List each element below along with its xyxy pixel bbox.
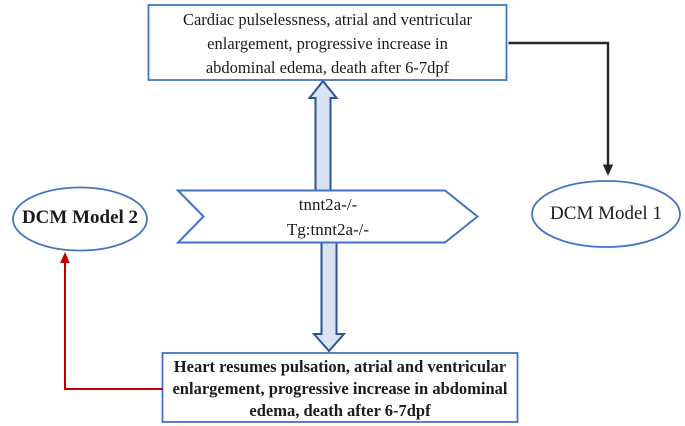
black-elbow-arrow-icon bbox=[508, 41, 614, 176]
top-outcome-box bbox=[147, 4, 508, 81]
right-ellipse-shape bbox=[531, 180, 681, 248]
red-elbow-arrow-icon bbox=[60, 252, 163, 390]
bottom-outcome-line-1: Heart resumes pulsation, atrial and vent… bbox=[173, 357, 507, 376]
top-outcome-text: Cardiac pulselessness, atrial and ventri… bbox=[148, 8, 507, 80]
right-ellipse-label: DCM Model 1 bbox=[550, 203, 662, 224]
center-chevron-text: tnnt2a-/- Tg:tnnt2a-/- bbox=[203, 192, 453, 242]
top-outcome-line-1: Cardiac pulselessness, atrial and ventri… bbox=[182, 10, 473, 29]
bottom-outcome-line-3: edema, death after 6-7dpf bbox=[249, 401, 431, 420]
bottom-outcome-line-2: enlargement, progressive increase in abd… bbox=[172, 379, 508, 398]
bottom-outcome-box bbox=[161, 352, 519, 423]
left-ellipse-label: DCM Model 2 bbox=[21, 207, 139, 228]
left-ellipse-shape bbox=[12, 186, 148, 252]
top-outcome-line-2: enlargement, progressive increase in bbox=[207, 34, 448, 53]
center-chevron-shape bbox=[175, 189, 480, 244]
top-outcome-line-3: abdominal edema, death after 6-7dpf bbox=[205, 58, 450, 77]
bottom-outcome-text: Heart resumes pulsation, atrial and vent… bbox=[162, 356, 518, 422]
genotype-line-1: tnnt2a-/- bbox=[298, 195, 358, 214]
genotype-line-2: Tg:tnnt2a-/- bbox=[286, 220, 370, 239]
